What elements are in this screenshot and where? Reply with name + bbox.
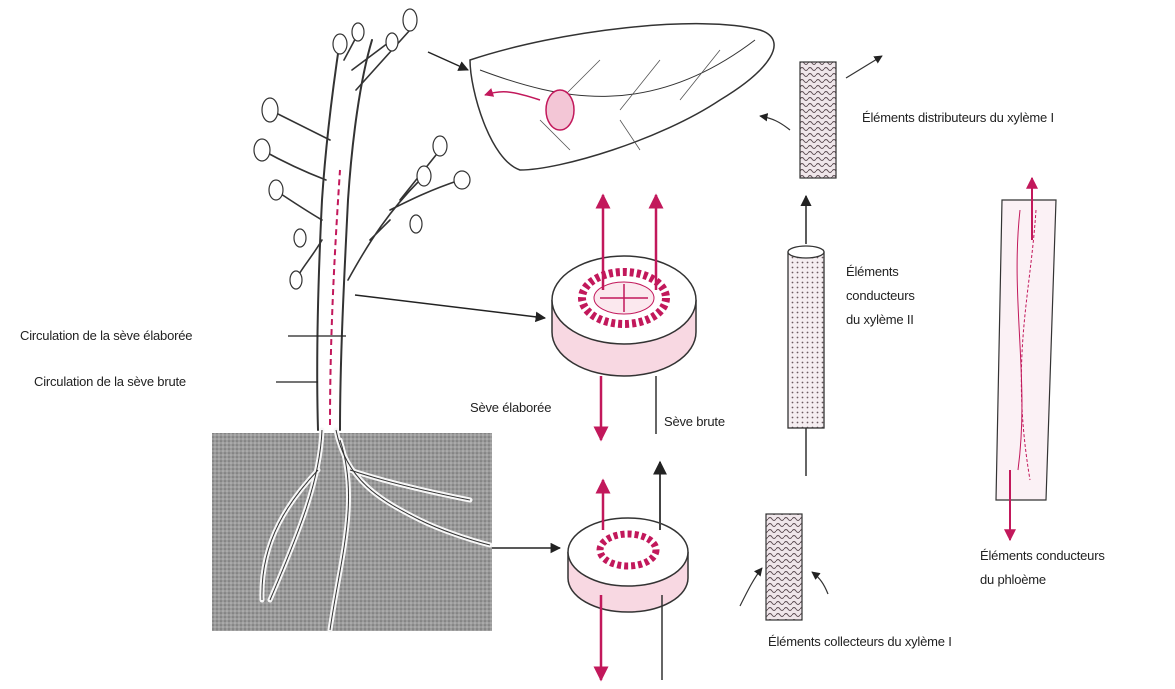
label-conducteurs-xylem-line1: Éléments [846,262,899,282]
trunk-sap-line [330,170,340,425]
label-circulation-seve-brute: Circulation de la sève brute [34,372,186,392]
label-seve-brute: Sève brute [664,412,725,432]
label-conducteurs-xylem-line2: conducteurs [846,286,915,306]
stem-to-section-arrow [355,295,545,318]
label-phloeme-line1: Éléments conducteurs [980,546,1105,566]
root-section-lower [568,518,688,612]
xylem-cylinder [788,246,824,476]
leaf-illustration [470,24,774,170]
stem-section-upper [552,256,696,376]
xylem-collector-strip [766,514,802,620]
label-seve-elaboree: Sève élaborée [470,398,551,418]
phloem-element [996,178,1056,540]
label-distributeurs: Éléments distributeurs du xylème I [862,108,1054,128]
label-circulation-seve-elaboree: Circulation de la sève élaborée [20,326,192,346]
label-collecteurs: Éléments collecteurs du xylème I [768,632,952,652]
leaf-arrow [428,52,468,70]
tree-illustration [254,9,470,430]
label-conducteurs-xylem-line3: du xylème II [846,310,914,330]
label-phloeme-line2: du phloème [980,570,1046,590]
xylem-distributor-strip [800,62,836,178]
